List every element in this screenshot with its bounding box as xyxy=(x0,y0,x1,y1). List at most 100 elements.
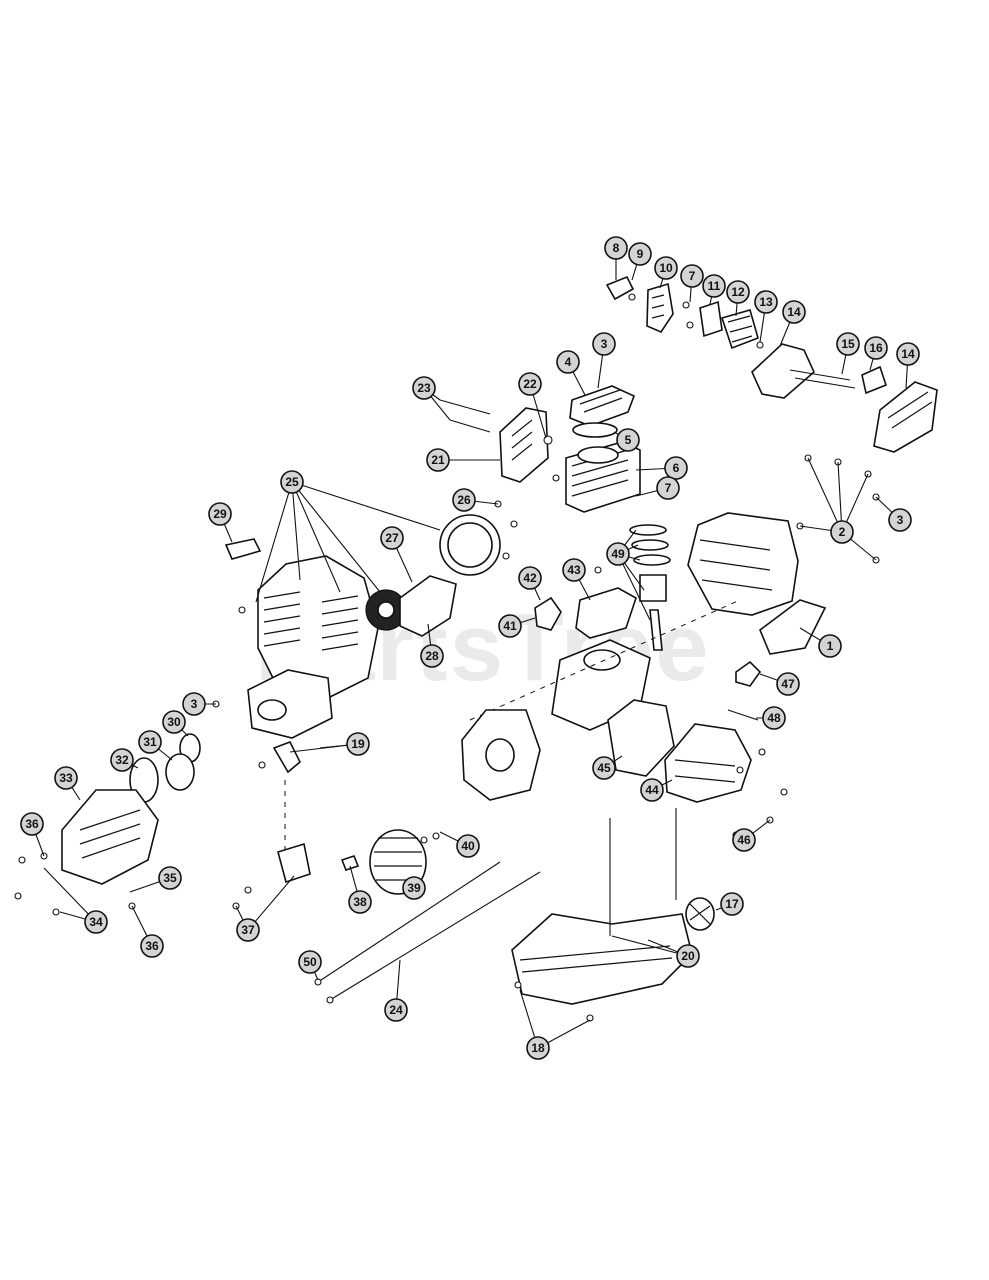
callout-2: 2 xyxy=(830,520,854,544)
svg-text:3: 3 xyxy=(897,513,904,527)
svg-text:15: 15 xyxy=(841,337,855,351)
switch-group xyxy=(727,660,762,721)
svg-text:32: 32 xyxy=(115,753,129,767)
callout-50: 50 xyxy=(298,950,322,974)
callout-5: 5 xyxy=(616,428,640,452)
clutch-group xyxy=(61,733,201,885)
callout-49: 49 xyxy=(606,542,630,566)
callout-3: 3 xyxy=(182,692,206,716)
svg-text:29: 29 xyxy=(213,507,227,521)
callout-14: 14 xyxy=(782,300,806,324)
svg-text:16: 16 xyxy=(869,341,883,355)
svg-text:39: 39 xyxy=(407,881,421,895)
callout-9: 9 xyxy=(628,242,652,266)
callout-41: 41 xyxy=(498,614,522,638)
svg-text:14: 14 xyxy=(901,347,915,361)
callout-26: 26 xyxy=(452,488,476,512)
svg-text:2: 2 xyxy=(839,525,846,539)
callout-31: 31 xyxy=(138,730,162,754)
part-31 xyxy=(165,753,195,791)
callout-21: 21 xyxy=(426,448,450,472)
callout-17: 17 xyxy=(720,892,744,916)
part-43 xyxy=(575,587,637,639)
part-21 xyxy=(499,407,549,483)
callout-18: 18 xyxy=(526,1036,550,1060)
svg-text:33: 33 xyxy=(59,771,73,785)
svg-text:10: 10 xyxy=(659,261,673,275)
callout-40: 40 xyxy=(456,834,480,858)
callout-8: 8 xyxy=(604,236,628,260)
callout-36: 36 xyxy=(20,812,44,836)
svg-text:14: 14 xyxy=(787,305,801,319)
callout-11: 11 xyxy=(702,274,726,298)
part-37 xyxy=(277,842,311,884)
svg-text:5: 5 xyxy=(625,433,632,447)
svg-text:7: 7 xyxy=(689,269,696,283)
callout-4: 4 xyxy=(556,350,580,374)
callout-29: 29 xyxy=(208,502,232,526)
tank-group xyxy=(607,699,788,839)
svg-text:19: 19 xyxy=(351,737,365,751)
part-11 xyxy=(699,300,723,338)
part-14-left xyxy=(751,343,815,399)
callout-25: 25 xyxy=(280,470,304,494)
svg-text:22: 22 xyxy=(523,377,537,391)
svg-text:44: 44 xyxy=(645,783,659,797)
piston-rings xyxy=(629,524,671,651)
callout-43: 43 xyxy=(562,558,586,582)
cables xyxy=(314,861,541,1004)
callout-30: 30 xyxy=(162,710,186,734)
svg-text:45: 45 xyxy=(597,761,611,775)
part-14-right xyxy=(873,381,938,453)
callout-42: 42 xyxy=(518,566,542,590)
svg-text:30: 30 xyxy=(167,715,181,729)
callout-47: 47 xyxy=(776,672,800,696)
part-38 xyxy=(340,855,360,871)
svg-text:34: 34 xyxy=(89,915,103,929)
svg-text:9: 9 xyxy=(637,247,644,261)
callout-3: 3 xyxy=(888,508,912,532)
svg-text:35: 35 xyxy=(163,871,177,885)
callout-7: 7 xyxy=(680,264,704,288)
cable-24 xyxy=(329,871,541,1001)
part-10 xyxy=(646,282,674,333)
svg-text:46: 46 xyxy=(737,833,751,847)
svg-text:40: 40 xyxy=(461,839,475,853)
callout-37: 37 xyxy=(236,918,260,942)
svg-text:3: 3 xyxy=(601,337,608,351)
svg-text:21: 21 xyxy=(431,453,445,467)
svg-text:11: 11 xyxy=(708,279,721,293)
svg-text:3: 3 xyxy=(191,697,198,711)
svg-text:25: 25 xyxy=(285,475,299,489)
svg-text:1: 1 xyxy=(827,639,834,653)
svg-text:6: 6 xyxy=(673,461,680,475)
callout-23: 23 xyxy=(412,376,436,400)
callout-28: 28 xyxy=(420,644,444,668)
svg-text:49: 49 xyxy=(611,547,625,561)
callout-38: 38 xyxy=(348,890,372,914)
callout-13: 13 xyxy=(754,290,778,314)
svg-text:47: 47 xyxy=(781,677,795,691)
svg-text:24: 24 xyxy=(389,1003,403,1017)
callout-46: 46 xyxy=(732,828,756,852)
svg-text:27: 27 xyxy=(385,531,399,545)
callout-35: 35 xyxy=(158,866,182,890)
svg-text:18: 18 xyxy=(531,1041,545,1055)
svg-text:31: 31 xyxy=(143,735,157,749)
callout-12: 12 xyxy=(726,280,750,304)
part-47 xyxy=(735,660,762,687)
callout-32: 32 xyxy=(110,748,134,772)
svg-text:50: 50 xyxy=(303,955,317,969)
svg-text:17: 17 xyxy=(725,897,739,911)
svg-text:37: 37 xyxy=(241,923,255,937)
callout-7: 7 xyxy=(656,476,680,500)
callout-20: 20 xyxy=(676,944,700,968)
svg-text:13: 13 xyxy=(759,295,773,309)
part-8 xyxy=(605,275,635,301)
part-48 xyxy=(727,709,759,721)
callout-15: 15 xyxy=(836,332,860,356)
callout-36: 36 xyxy=(140,934,164,958)
callout-19: 19 xyxy=(346,732,370,756)
callout-16: 16 xyxy=(864,336,888,360)
svg-text:26: 26 xyxy=(457,493,471,507)
